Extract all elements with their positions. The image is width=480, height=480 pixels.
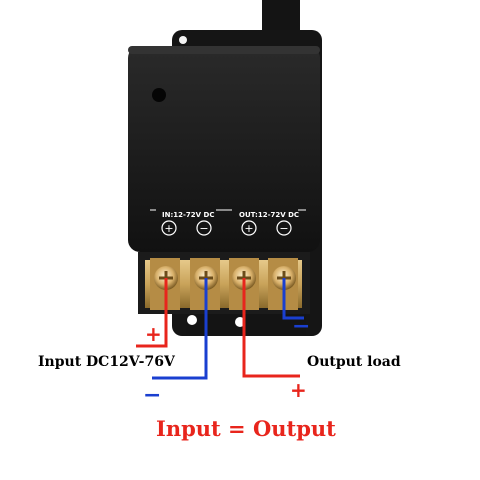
input-label: IN:12-72V DC — [162, 211, 214, 219]
output-label: OUT:12-72V DC — [239, 211, 299, 219]
mounting-hole-top — [179, 36, 187, 44]
output-plus-sign: + — [290, 378, 307, 402]
indicator-hole — [152, 88, 166, 102]
svg-text:−: − — [199, 222, 208, 235]
output-positive-wire — [242, 278, 300, 378]
output-caption: Output load — [307, 354, 401, 370]
svg-text:−: − — [279, 222, 288, 235]
input-positive-wire — [136, 278, 168, 348]
terminal-sign-3: + — [241, 220, 257, 236]
relay-case — [128, 46, 320, 252]
input-minus-sign: − — [143, 383, 161, 408]
output-minus-sign: − — [292, 314, 310, 339]
input-caption: Input DC12V-76V — [38, 354, 175, 370]
terminal-sign-1: + — [161, 220, 177, 236]
input-plus-sign: + — [145, 322, 162, 346]
input-negative-wire — [152, 278, 208, 380]
equation-caption: Input = Output — [156, 416, 336, 441]
svg-text:+: + — [164, 222, 173, 235]
output-negative-wire — [282, 278, 304, 320]
svg-text:+: + — [244, 222, 253, 235]
mounting-hole-left — [187, 315, 197, 325]
terminal-sign-2: − — [196, 220, 212, 236]
terminal-sign-4: − — [276, 220, 292, 236]
